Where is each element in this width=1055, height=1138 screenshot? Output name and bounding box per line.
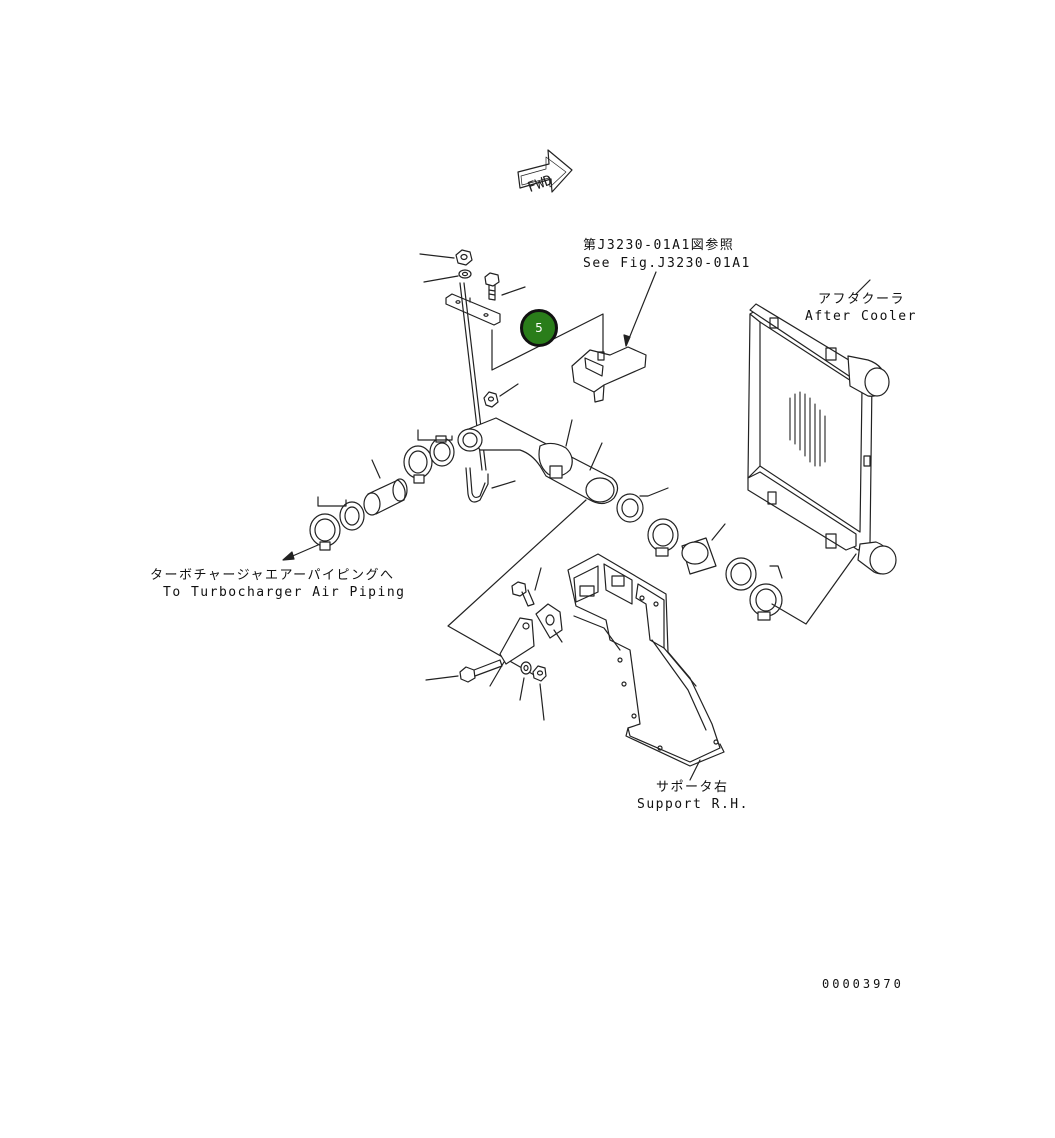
washer-lower [519, 661, 532, 701]
callout-number: 5 [535, 321, 543, 335]
plate-bracket [445, 293, 501, 326]
see-fig-label-jp: 第J3230-01A1図参照 [583, 238, 735, 253]
clamp-pair-right-lower [725, 557, 783, 621]
support-rh-label-en: Support R.H. [637, 797, 749, 812]
clamp-pair-left-lower [309, 496, 365, 551]
arrow-to-turbo [282, 544, 319, 561]
after-cooler-label-en: After Cooler [805, 309, 917, 324]
u-bolt [465, 467, 516, 503]
bolt-lower-left [425, 659, 505, 687]
fwd-arrow-icon: FWD [517, 149, 573, 196]
mount-plate-small [535, 603, 563, 643]
nut-top [419, 249, 473, 266]
air-pipe-main [457, 417, 619, 505]
link-bracket [499, 617, 535, 665]
support-rh-body [567, 553, 725, 781]
leader-clamp-to-cooler [771, 553, 857, 625]
see-fig-label-en: See Fig.J3230-01A1 [583, 256, 751, 271]
bracket-see-fig [571, 271, 657, 403]
after-cooler-unit [747, 279, 897, 575]
cooler-fins [789, 391, 826, 467]
washer-top [423, 269, 472, 283]
clamp-pair-left-upper [403, 429, 455, 484]
turbo-piping-label-jp: ターボチャージャエアーパイピングへ [150, 568, 395, 583]
callout-marker-5[interactable]: 5 [520, 309, 558, 347]
clamp-pair-right-upper [616, 487, 679, 557]
support-rh-label-jp: サポータ右 [656, 780, 729, 795]
drawing-code: 00003970 [822, 977, 904, 991]
nut-mid [483, 383, 519, 408]
bolt-support [511, 567, 542, 607]
nut-lower [532, 665, 547, 721]
hose-left [363, 459, 408, 516]
bolt-top [484, 272, 526, 301]
turbo-piping-label-en: To Turbocharger Air Piping [163, 585, 406, 600]
hose-right [681, 523, 726, 575]
after-cooler-label-jp: アフタクーラ [818, 292, 906, 307]
